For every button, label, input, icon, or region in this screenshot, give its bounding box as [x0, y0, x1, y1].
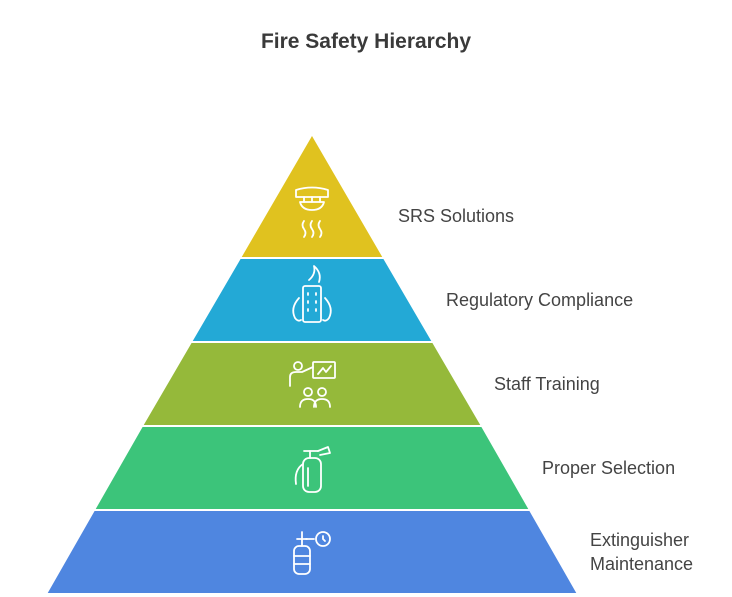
- pyramid-level-srs-solutions: [238, 132, 386, 259]
- smoke-detector-icon: [295, 186, 329, 238]
- level-label-regulatory-compliance: Regulatory Compliance: [446, 290, 634, 310]
- level-label-extinguisher-maintenance: Extinguisher Maintenance: [590, 530, 694, 574]
- training-presentation-icon: [289, 361, 336, 408]
- level-label-srs-solutions: SRS Solutions: [398, 206, 515, 226]
- fire-extinguisher-icon: [294, 446, 331, 493]
- building-fire-icon: [292, 265, 332, 323]
- extinguisher-gauge-icon: [293, 531, 331, 575]
- pyramid-level-extinguisher-maintenance: [44, 509, 580, 595]
- level-label-proper-selection: Proper Selection: [542, 458, 676, 478]
- diagram-title: Fire Safety Hierarchy: [260, 30, 472, 53]
- pyramid-level-proper-selection: [92, 425, 532, 511]
- level-label-staff-training: Staff Training: [494, 374, 600, 394]
- pyramid-level-staff-training: [140, 341, 484, 427]
- pyramid-level-regulatory-compliance: [189, 257, 435, 343]
